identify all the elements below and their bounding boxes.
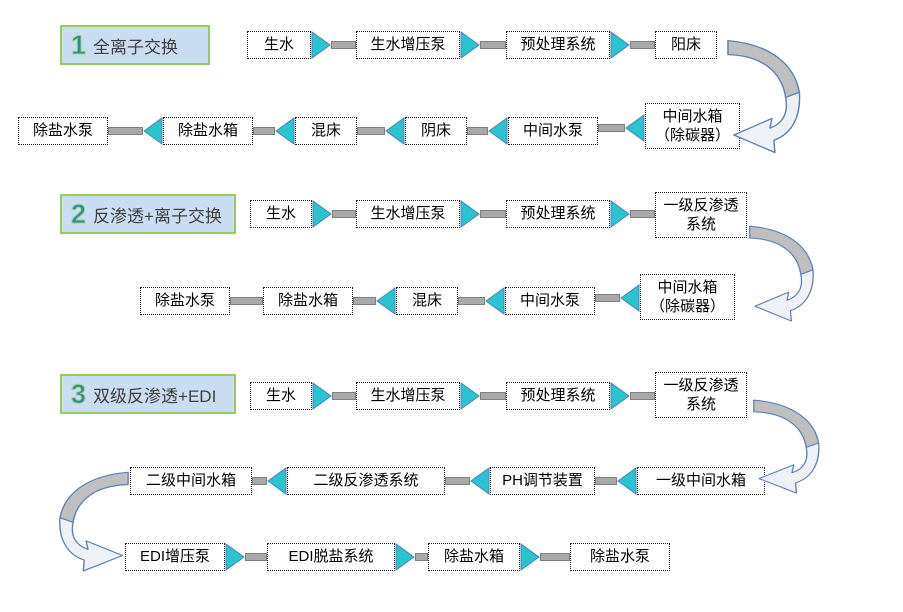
arrow-left-icon [470,467,490,495]
arrow-left-icon [267,467,287,495]
section-title: 双级反渗透+EDI [93,386,217,406]
box-demineralized-water-pump: 除盐水泵 [18,117,108,145]
section-number: 3 [70,378,87,409]
box-intermediate-water-pump: 中间水泵 [508,117,598,145]
arrow-right-icon [460,31,480,59]
arrow-left-icon [275,117,295,145]
u-turn-arrow-icon [748,224,826,324]
arrow-right-icon [225,543,245,571]
flow-line [480,392,506,400]
box-first-stage-intermediate-tank: 一级中间水箱 [637,467,765,495]
section-title: 反渗透+离子交换 [93,206,222,226]
section-number: 2 [70,198,87,229]
box-raw-water-booster-pump: 生水增压泵 [356,31,460,59]
box-ph-adjustment-device: PH调节装置 [490,467,595,495]
flow-line [230,297,263,305]
arrow-left-icon [485,287,505,315]
arrow-left-icon [143,117,163,145]
box-mixed-bed: 混床 [396,287,458,315]
flow-line [630,41,655,49]
section-number: 1 [70,29,87,60]
flow-line [445,477,470,485]
flow-line [245,553,267,561]
flow-line [353,297,376,305]
box-second-stage-intermediate-tank: 二级中间水箱 [130,467,252,495]
box-mixed-bed: 混床 [295,117,357,145]
flow-line [357,127,385,135]
box-intermediate-water-pump: 中间水泵 [505,287,595,315]
flow-line [480,210,506,218]
box-second-stage-ro-system: 二级反渗透系统 [287,467,445,495]
arrow-right-icon [610,200,630,228]
box-pretreatment-system: 预处理系统 [506,382,610,410]
arrow-left-icon [625,114,645,142]
flow-line [598,124,625,132]
arrow-right-icon [312,382,332,410]
box-edi-booster-pump: EDI增压泵 [125,543,225,571]
box-cation-bed: 阳床 [655,31,717,59]
flow-line [480,41,506,49]
section-2-label: 2 反渗透+离子交换 [60,194,236,234]
section-1-label: 1 全离子交换 [60,25,210,65]
box-demineralized-water-tank: 除盐水箱 [263,287,353,315]
box-first-stage-ro-system: 一级反渗透 系统 [655,372,747,418]
box-demineralized-water-tank: 除盐水箱 [163,117,253,145]
flow-line [331,41,356,49]
arrow-right-icon [610,31,630,59]
box-raw-water: 生水 [247,31,311,59]
arrow-right-icon [460,382,480,410]
flow-line [415,553,428,561]
arrow-left-icon [617,467,637,495]
section-3-label: 3 双级反渗透+EDI [60,374,236,414]
u-turn-arrow-icon [752,398,832,496]
flow-line [630,392,655,400]
box-raw-water: 生水 [250,200,312,228]
flow-line [595,477,617,485]
flow-line [332,210,356,218]
arrow-right-icon [460,200,480,228]
box-intermediate-tank-decarbonizer: 中间水箱 （除碳器） [640,274,735,320]
flow-line [467,127,488,135]
arrow-right-icon [395,543,415,571]
box-demineralized-water-tank: 除盐水箱 [428,543,520,571]
flow-line [630,210,655,218]
flow-line [458,297,485,305]
section-title: 全离子交换 [93,37,179,57]
box-pretreatment-system: 预处理系统 [506,31,610,59]
box-edi-desalination-system: EDI脱盐系统 [267,543,395,571]
arrow-left-icon [488,117,508,145]
flow-line [332,392,356,400]
flow-line [253,127,275,135]
box-pretreatment-system: 预处理系统 [506,200,610,228]
box-first-stage-ro-system: 一级反渗透 系统 [655,192,747,238]
flow-line [540,553,570,561]
box-demineralized-water-pump: 除盐水泵 [570,543,670,571]
arrow-left-icon [385,117,405,145]
arrow-left-icon [620,284,640,312]
box-anion-bed: 阴床 [405,117,467,145]
flow-line [252,477,267,485]
box-raw-water-booster-pump: 生水增压泵 [356,382,460,410]
arrow-left-icon [376,287,396,315]
box-raw-water-booster-pump: 生水增压泵 [356,200,460,228]
arrow-right-icon [610,382,630,410]
box-raw-water: 生水 [250,382,312,410]
box-demineralized-water-pump: 除盐水泵 [140,287,230,315]
flow-line [595,294,620,302]
arrow-right-icon [520,543,540,571]
arrow-right-icon [312,200,332,228]
u-turn-arrow-icon [46,470,130,574]
flow-line [108,127,143,135]
box-intermediate-tank-decarbonizer: 中间水箱 （除碳器） [645,103,740,149]
u-turn-arrow-icon [726,38,814,156]
arrow-right-icon [311,31,331,59]
